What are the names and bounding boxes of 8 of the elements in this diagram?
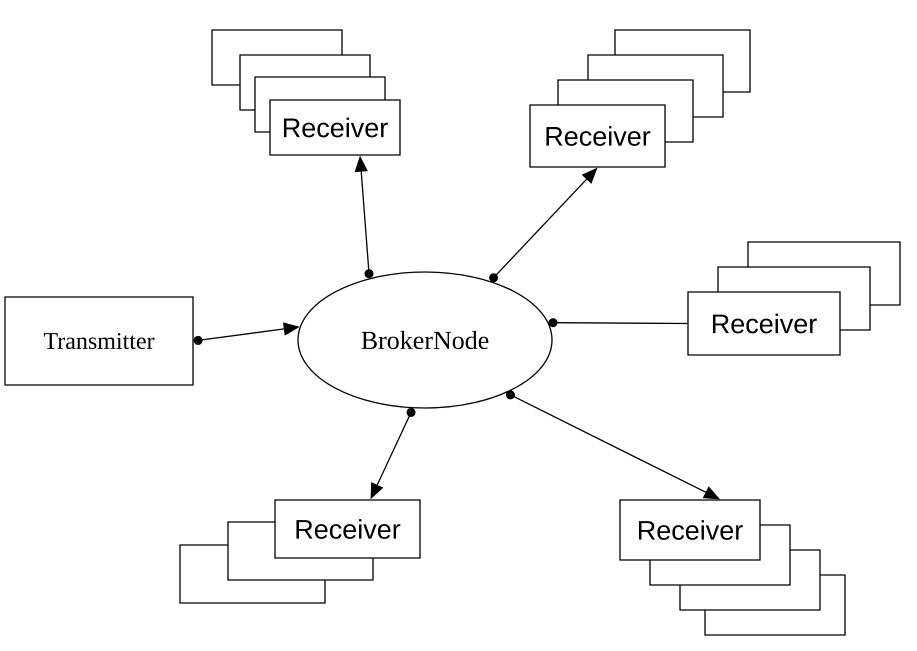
- receiver-box: Receiver: [529, 104, 666, 168]
- receiver-box: Receiver: [274, 499, 421, 559]
- transmitter-box: Transmitter: [4, 296, 194, 386]
- receiver-box: Receiver: [687, 291, 841, 356]
- receiver-box: Receiver: [619, 499, 761, 561]
- arrow: [548, 318, 688, 328]
- ellipse-node: BrokerNode: [297, 271, 553, 409]
- receiver-box: Receiver: [269, 99, 401, 156]
